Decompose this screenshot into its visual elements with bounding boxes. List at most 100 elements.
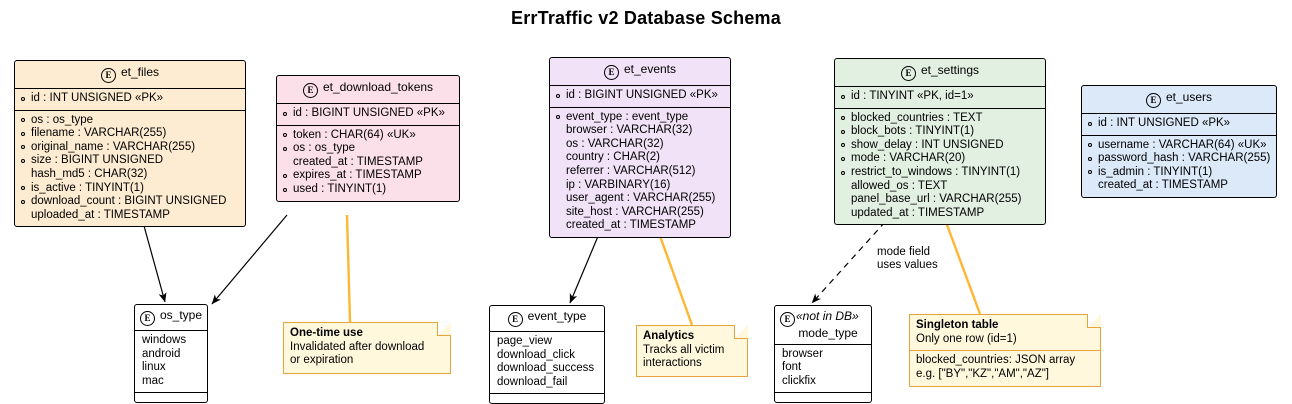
attribute-row: os : os_type: [20, 114, 240, 128]
entity-attr-section: event_type : event_type browser : VARCHA…: [550, 106, 730, 237]
entity-name: et_events: [623, 62, 677, 76]
entity-circle-icon: E: [140, 311, 155, 326]
enum-footer-compartment: [490, 393, 604, 403]
attribute-row: event_type : event_type: [555, 111, 725, 125]
enum-values-section: page_view download_click download_succes…: [490, 331, 604, 393]
edge-et_files-os_type: [140, 214, 167, 303]
enum-value: download_fail: [497, 375, 568, 388]
enum-footer-compartment: [135, 392, 207, 402]
entity-circle-icon: E: [900, 66, 916, 81]
entity-pk-section: id : INT UNSIGNED «PK»: [1082, 113, 1276, 135]
enum-value: page_view: [497, 335, 552, 347]
enum-value: windows: [142, 334, 187, 346]
entity-name: et_users: [1165, 90, 1213, 104]
enum-value: linux: [142, 361, 166, 374]
enum-value: font: [782, 361, 802, 374]
note-line: e.g. ["BY","KZ","AM","AZ"]: [916, 367, 1049, 380]
attribute-row: password_hash : VARCHAR(255): [1087, 152, 1271, 166]
attribute-row: mode : VARCHAR(20): [840, 152, 1040, 166]
attribute-row: blocked_countries : TEXT: [840, 112, 1040, 126]
attribute-row: is_admin : TINYINT(1): [1087, 166, 1271, 180]
attribute-row: username : VARCHAR(64) «UK»: [1087, 139, 1271, 153]
page-title: ErrTraffic v2 Database Schema: [511, 8, 781, 28]
entity-circle-icon: E: [603, 65, 619, 80]
enum-footer-compartment: [775, 392, 871, 402]
enum-name: mode_type: [798, 326, 858, 340]
note-extra-section: blocked_countries: JSON array e.g. ["BY"…: [910, 350, 1100, 381]
enum-values-section: browser font clickfix: [775, 343, 871, 393]
note-line: Invalidated after download: [290, 340, 425, 353]
entity-pk-section: id : INT UNSIGNED «PK»: [15, 88, 245, 110]
enum-value: download_click: [497, 348, 575, 361]
attribute-row: id : INT UNSIGNED «PK»: [20, 92, 240, 106]
note-title: Analytics: [643, 330, 695, 342]
entity-attr-section: blocked_countries : TEXT block_bots : TI…: [835, 107, 1045, 225]
edge-et_settings-mode_type: [811, 221, 886, 304]
attribute-row: is_active : TINYINT(1): [20, 182, 240, 196]
note-line: interactions: [643, 357, 702, 370]
attribute-row: created_at : TIMESTAMP: [1098, 179, 1228, 192]
attribute-row: size : BIGINT UNSIGNED: [20, 154, 240, 168]
attribute-row: created_at : TIMESTAMP: [293, 155, 423, 168]
entity-pk-section: id : BIGINT UNSIGNED «PK»: [550, 85, 730, 107]
enum-name: os_type: [160, 308, 203, 322]
attribute-row: panel_base_url : VARCHAR(255): [851, 193, 1022, 206]
attribute-row: created_at : TIMESTAMP: [566, 219, 696, 232]
edge-label-line: uses values: [877, 259, 938, 272]
enum-values-section: windows android linux mac: [135, 330, 207, 392]
entity-attr-section: username : VARCHAR(64) «UK» password_has…: [1082, 134, 1276, 197]
attribute-row: id : BIGINT UNSIGNED «PK»: [282, 107, 454, 121]
note-analytics[interactable]: Analytics Tracks all victim interactions: [636, 325, 748, 377]
attribute-row: expires_at : TIMESTAMP: [282, 169, 454, 183]
attribute-row: original_name : VARCHAR(255): [20, 141, 240, 155]
entity-name: et_settings: [920, 63, 980, 77]
attribute-row: country : CHAR(2): [566, 151, 660, 164]
note-title: One-time use: [290, 327, 363, 339]
attribute-row: updated_at : TIMESTAMP: [851, 206, 985, 219]
entity-attr-section: os : os_type filename : VARCHAR(255) ori…: [15, 109, 245, 227]
attribute-row: os : os_type: [282, 142, 454, 156]
attribute-row: token : CHAR(64) «UK»: [282, 129, 454, 143]
attribute-row: hash_md5 : CHAR(32): [31, 167, 148, 180]
entity-circle-icon: E: [507, 312, 523, 327]
note-link-one-time-use: [345, 214, 352, 323]
note-line: blocked_countries: JSON array: [916, 354, 1076, 367]
edge-et_download_tokens-os_type: [211, 214, 288, 305]
entity-name: et_download_tokens: [322, 80, 434, 94]
note-one-time-use[interactable]: One-time use Invalidated after download …: [283, 322, 451, 374]
enum-mode_type[interactable]: E«not in DB» mode_type browser font clic…: [774, 305, 872, 404]
entity-pk-section: id : BIGINT UNSIGNED «PK»: [277, 103, 459, 125]
enum-value: mac: [142, 374, 164, 387]
attribute-row: download_count : BIGINT UNSIGNED: [20, 195, 240, 209]
enum-name: event_type: [527, 309, 587, 323]
attribute-row: referrer : VARCHAR(512): [566, 164, 696, 177]
attribute-row: os : VARCHAR(32): [566, 137, 664, 150]
entity-attr-section: token : CHAR(64) «UK» os : os_type creat…: [277, 124, 459, 201]
attribute-row: used : TINYINT(1): [282, 183, 454, 197]
enum-header: E«not in DB» mode_type: [775, 306, 871, 344]
entity-pk-section: id : TINYINT «PK, id=1»: [835, 86, 1045, 108]
note-singleton-table[interactable]: Singleton table Only one row (id=1) bloc…: [909, 314, 1101, 388]
attribute-row: site_host : VARCHAR(255): [566, 205, 704, 218]
enum-value: android: [142, 347, 181, 360]
attribute-row: filename : VARCHAR(255): [20, 127, 240, 141]
enum-value: download_success: [497, 362, 595, 375]
note-title: Singleton table: [916, 319, 999, 331]
entity-name: et_files: [120, 65, 160, 79]
entity-circle-icon: E: [302, 83, 318, 98]
attribute-row: block_bots : TINYINT(1): [840, 125, 1040, 139]
attribute-row: restrict_to_windows : TINYINT(1): [840, 166, 1040, 180]
